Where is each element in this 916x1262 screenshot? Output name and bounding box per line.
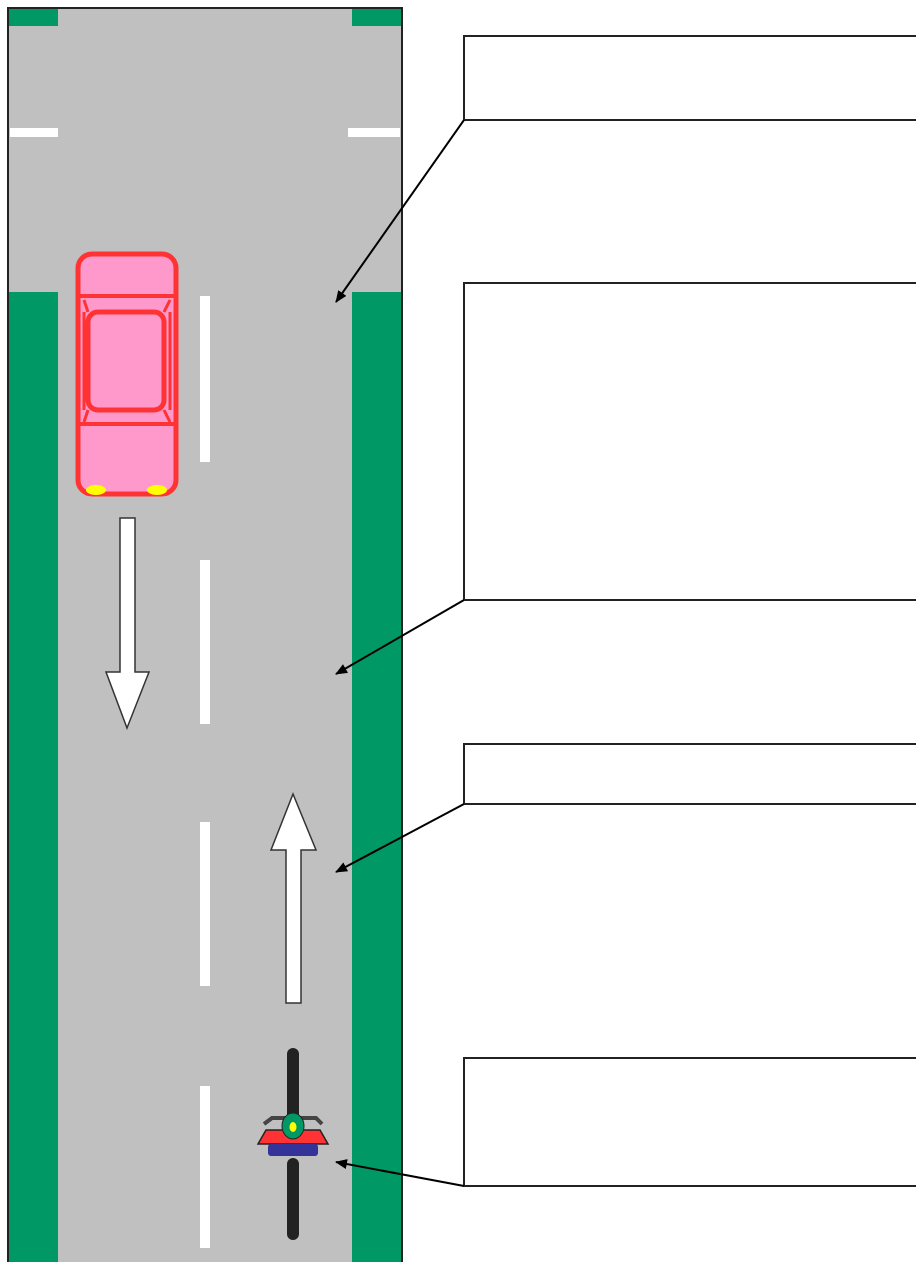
car-window-line: [82, 299, 90, 313]
callout-box-3: [463, 743, 916, 805]
motorcycle: [256, 1048, 330, 1240]
car-window-line: [162, 409, 172, 423]
leader-line-3: [335, 803, 465, 873]
centre-line: [200, 296, 210, 1248]
leader-line-4: [335, 1159, 465, 1187]
verge-top-right: [352, 8, 402, 26]
car-light-right: [147, 485, 167, 495]
leader-lines: [335, 119, 465, 1187]
direction-arrow-up: [269, 791, 318, 1004]
motorcycle-seat: [268, 1144, 318, 1156]
leader-line-1: [335, 119, 465, 303]
callout-box-1: [463, 35, 916, 121]
car: [75, 251, 179, 497]
car-window-line: [82, 409, 90, 423]
centre-dash: [200, 1086, 210, 1248]
verge-left: [8, 292, 58, 1262]
centre-dash: [200, 560, 210, 724]
callouts: [463, 35, 916, 1187]
callout-box-4: [463, 1057, 916, 1187]
centre-dash: [200, 296, 210, 462]
road-outline: [7, 7, 403, 1262]
verge-top-left: [8, 8, 58, 26]
motorcycle-front-wheel: [287, 1048, 299, 1128]
callout-box-2: [463, 282, 916, 601]
centre-dash: [200, 822, 210, 986]
leader-line-2: [335, 599, 465, 675]
direction-arrow-down: [104, 517, 151, 731]
junction-marking-right: [348, 128, 400, 137]
rider-visor: [289, 1122, 297, 1132]
motorcycle-rear-wheel: [287, 1158, 299, 1240]
road: [7, 7, 403, 1262]
car-window-line: [162, 299, 172, 313]
junction-marking-left: [10, 128, 58, 137]
verge-right: [352, 292, 402, 1262]
car-roof: [85, 309, 167, 413]
car-light-left: [86, 485, 106, 495]
